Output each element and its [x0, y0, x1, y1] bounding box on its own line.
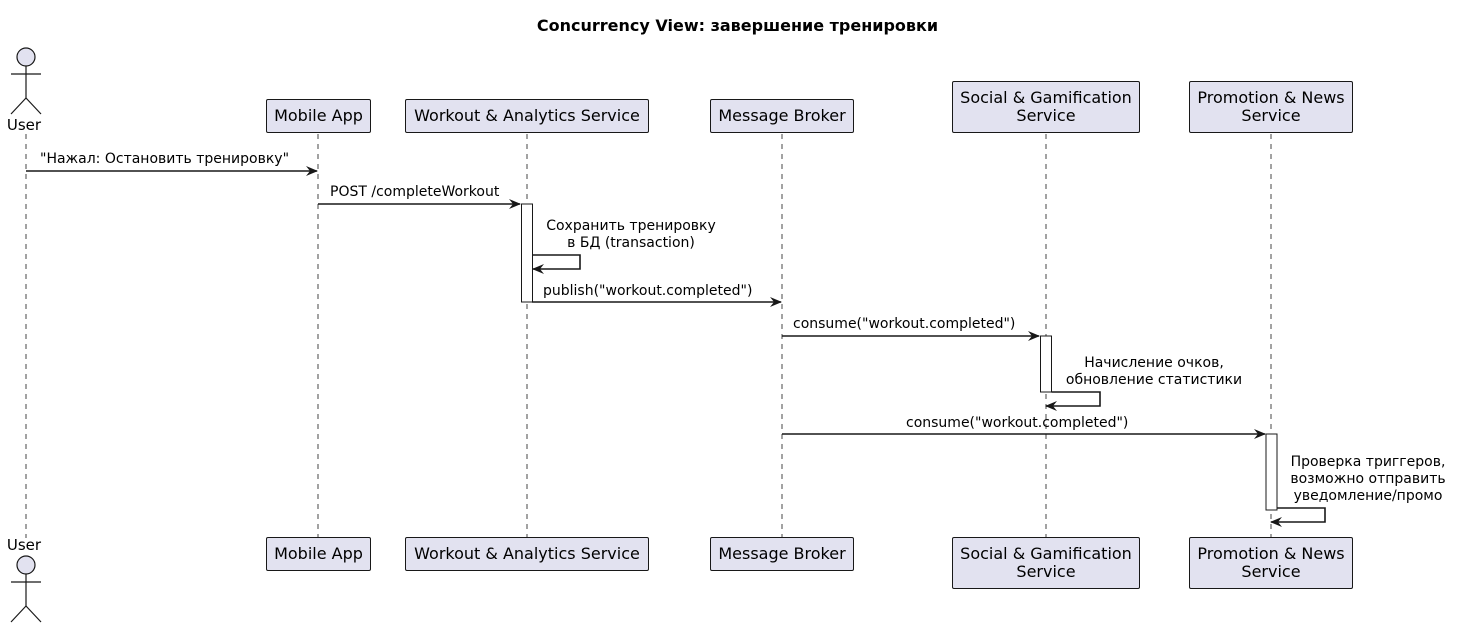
- participant-user-top: User: [6, 116, 42, 134]
- message-label-consume-promo: consume("workout.completed"): [906, 415, 1129, 431]
- user-actor-icon-top: [10, 47, 42, 115]
- participant-promo-service-bottom: Promotion & News Service: [1189, 537, 1353, 589]
- participant-social-service-bottom: Social & Gamification Service: [952, 537, 1140, 589]
- message-label-stop-workout: "Нажал: Остановить тренировку": [40, 151, 290, 167]
- activation-social-service: [1040, 335, 1052, 393]
- participant-mobile-app-bottom: Mobile App: [266, 537, 371, 571]
- participant-message-broker-bottom: Message Broker: [710, 537, 854, 571]
- activation-promo-service: [1265, 433, 1278, 511]
- message-label-publish: publish("workout.completed"): [543, 283, 753, 299]
- participant-workout-service-top: Workout & Analytics Service: [405, 99, 649, 133]
- participant-user-bottom: User: [6, 536, 42, 554]
- message-label-consume-social: consume("workout.completed"): [793, 316, 1016, 332]
- self-message-arrow-social: [1045, 391, 1101, 411]
- message-label-check-triggers: Проверка триггеров, возможно отправить у…: [1290, 454, 1446, 504]
- participant-social-service-top: Social & Gamification Service: [952, 81, 1140, 133]
- user-actor-icon-bottom: [10, 555, 42, 623]
- message-label-save-workout: Сохранить тренировку в БД (transaction): [546, 218, 716, 251]
- participant-mobile-app-top: Mobile App: [266, 99, 371, 133]
- self-message-arrow-promo: [1270, 507, 1326, 527]
- message-label-award-points: Начисление очков, обновление статистики: [1065, 355, 1243, 388]
- self-message-arrow-workout: [532, 254, 581, 274]
- activation-workout-service: [521, 203, 533, 303]
- participant-workout-service-bottom: Workout & Analytics Service: [405, 537, 649, 571]
- participant-promo-service-top: Promotion & News Service: [1189, 81, 1353, 133]
- diagram-title: Concurrency View: завершение тренировки: [536, 16, 939, 35]
- message-label-post-complete-workout: POST /completeWorkout: [330, 184, 500, 200]
- participant-message-broker-top: Message Broker: [710, 99, 854, 133]
